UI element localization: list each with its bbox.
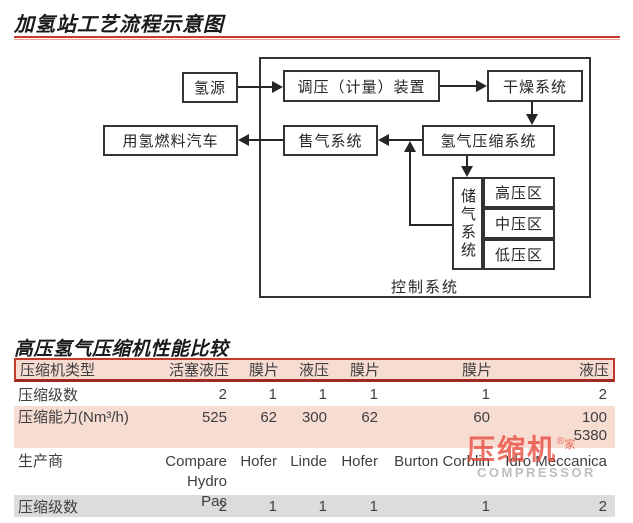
arrow-storage-return-head [404,141,416,152]
node-pressure-regulator: 调压（计量）装置 [283,70,440,102]
node-high-pressure-zone-label: 高压区 [494,185,543,202]
capacity-6-line1: 100 [581,409,607,426]
header-col-5: 膜片 [461,362,492,379]
node-drying-system-label: 干燥系统 [502,78,567,96]
stages-bottom-1: 2 [218,497,227,515]
diagram-title: 加氢站工艺流程示意图 [14,14,224,36]
header-col-2: 膜片 [248,362,279,379]
node-mid-pressure-zone: 中压区 [483,208,555,239]
node-fuel-vehicle-label: 用氢燃料汽车 [122,133,219,150]
manufacturer-2: Hofer [240,453,277,470]
node-compression-system: 氢气压缩系统 [422,125,555,156]
stages-bottom-label: 压缩级数 [18,498,79,516]
stages-bottom-3: 1 [318,497,327,515]
stages-top-6: 2 [598,385,607,403]
capacity-3: 300 [301,409,327,426]
arrow-compressor-to-dispenser-head [378,134,389,146]
stages-top-label: 压缩级数 [18,386,79,404]
manufacturer-label: 生产商 [18,453,64,470]
arrow-compressor-to-storage-head [461,166,473,177]
arrow-source-to-regulator-head [272,81,283,93]
stages-top-3: 1 [318,385,327,403]
table-row-capacity: 压缩能力(Nm³/h) 525 62 300 62 60 100 5380 [14,406,615,448]
arrow-regulator-to-dryer-head [476,80,487,92]
header-col-6: 液压 [578,362,609,379]
node-compression-system-label: 氢气压缩系统 [440,133,537,150]
comparison-table: 压缩机类型 活塞液压 膜片 液压 膜片 膜片 液压 压缩级数 2 1 1 1 1… [14,358,615,517]
capacity-5: 60 [473,409,490,426]
stages-top-2: 1 [268,385,277,403]
table-title: 高压氢气压缩机性能比较 [14,339,229,360]
arrow-compressor-to-storage-line [466,156,468,167]
stages-bottom-6: 2 [598,497,607,515]
stages-bottom-5: 1 [481,497,490,515]
manufacturer-4: Hofer [341,453,378,470]
arrow-dispenser-to-vehicle-line [249,139,283,141]
arrow-dispenser-to-vehicle-head [238,134,249,146]
manufacturer-6: Idro Meccanica [505,453,607,470]
stages-top-5: 1 [481,385,490,403]
stages-top-1: 2 [218,385,227,403]
control-system-label: 控制系统 [390,279,459,296]
arrow-regulator-to-dryer-line [440,85,476,87]
node-storage-system: 储气系统 [452,177,483,270]
stages-bottom-2: 1 [268,497,277,515]
arrow-compressor-to-dispenser-line [389,139,422,141]
title-underline [14,36,620,40]
header-col-3: 液压 [298,362,329,379]
node-low-pressure-zone-label: 低压区 [494,247,543,264]
table-header-row: 压缩机类型 活塞液压 膜片 液压 膜片 膜片 液压 [14,358,615,382]
node-mid-pressure-zone-label: 中压区 [494,216,543,233]
manufacturer-5: Burton Corblin [394,453,490,470]
capacity-1: 525 [201,409,227,426]
node-hydrogen-source: 氢源 [182,72,238,103]
stages-bottom-4: 1 [369,497,378,515]
table-row-manufacturer: 生产商 Compare Hydro Pac Hofer Linde Hofer … [14,448,615,510]
capacity-6-line2: 5380 [573,427,607,444]
capacity-2: 62 [260,409,277,426]
node-dispensing-system: 售气系统 [283,125,378,156]
arrow-storage-return-hline [409,224,452,226]
node-pressure-regulator-label: 调压（计量）装置 [297,78,426,96]
node-high-pressure-zone: 高压区 [483,177,555,208]
arrow-dryer-to-compressor-line [531,102,533,115]
table-row-stages-bottom: 压缩级数 2 1 1 1 1 2 [14,495,615,517]
node-storage-system-label: 储气系统 [459,187,476,260]
table-row-stages-top: 压缩级数 2 1 1 1 1 2 [14,382,615,406]
node-fuel-vehicle: 用氢燃料汽车 [103,125,238,156]
arrow-dryer-to-compressor-head [526,114,538,125]
stages-top-4: 1 [369,385,378,403]
capacity-label: 压缩能力(Nm³/h) [18,409,129,426]
capacity-6: 100 5380 [490,409,615,448]
arrow-storage-return-vline [409,152,411,226]
manufacturer-3: Linde [290,453,327,470]
header-type-label: 压缩机类型 [20,362,96,379]
node-drying-system: 干燥系统 [487,70,583,102]
manufacturer-1-line1: Compare [165,453,227,470]
node-low-pressure-zone: 低压区 [483,239,555,270]
header-col-1: 活塞液压 [168,362,229,379]
header-col-4: 膜片 [349,362,380,379]
manufacturer-1: Compare Hydro Pac [164,452,227,510]
arrow-source-to-regulator-line [238,86,272,88]
node-hydrogen-source-label: 氢源 [193,80,226,97]
manufacturer-1-line2: Hydro Pac [186,473,227,510]
node-dispensing-system-label: 售气系统 [298,133,363,150]
capacity-4: 62 [361,409,378,426]
control-system-boundary-box [259,57,591,298]
